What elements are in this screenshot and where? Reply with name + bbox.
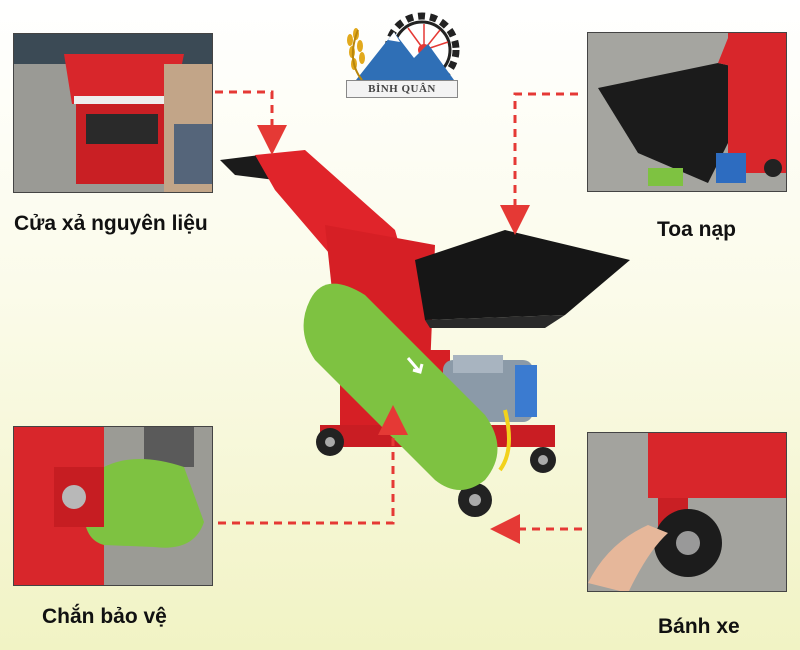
photo-wheel-detail — [587, 432, 787, 592]
photo-guard-detail — [13, 426, 213, 586]
caption-wheel: Bánh xe — [658, 615, 740, 638]
photo-hopper-detail — [587, 32, 787, 192]
photo-outlet-detail — [13, 33, 213, 193]
caption-hopper: Toa nạp — [657, 218, 736, 241]
caption-guard: Chắn bảo vệ — [42, 605, 167, 628]
main-machine-image — [215, 150, 635, 540]
caption-outlet: Cửa xả nguyên liệu — [14, 212, 208, 235]
brand-logo — [336, 10, 466, 102]
arrow-to-outlet — [215, 90, 287, 155]
brand-name: BÌNH QUÂN — [346, 80, 458, 98]
